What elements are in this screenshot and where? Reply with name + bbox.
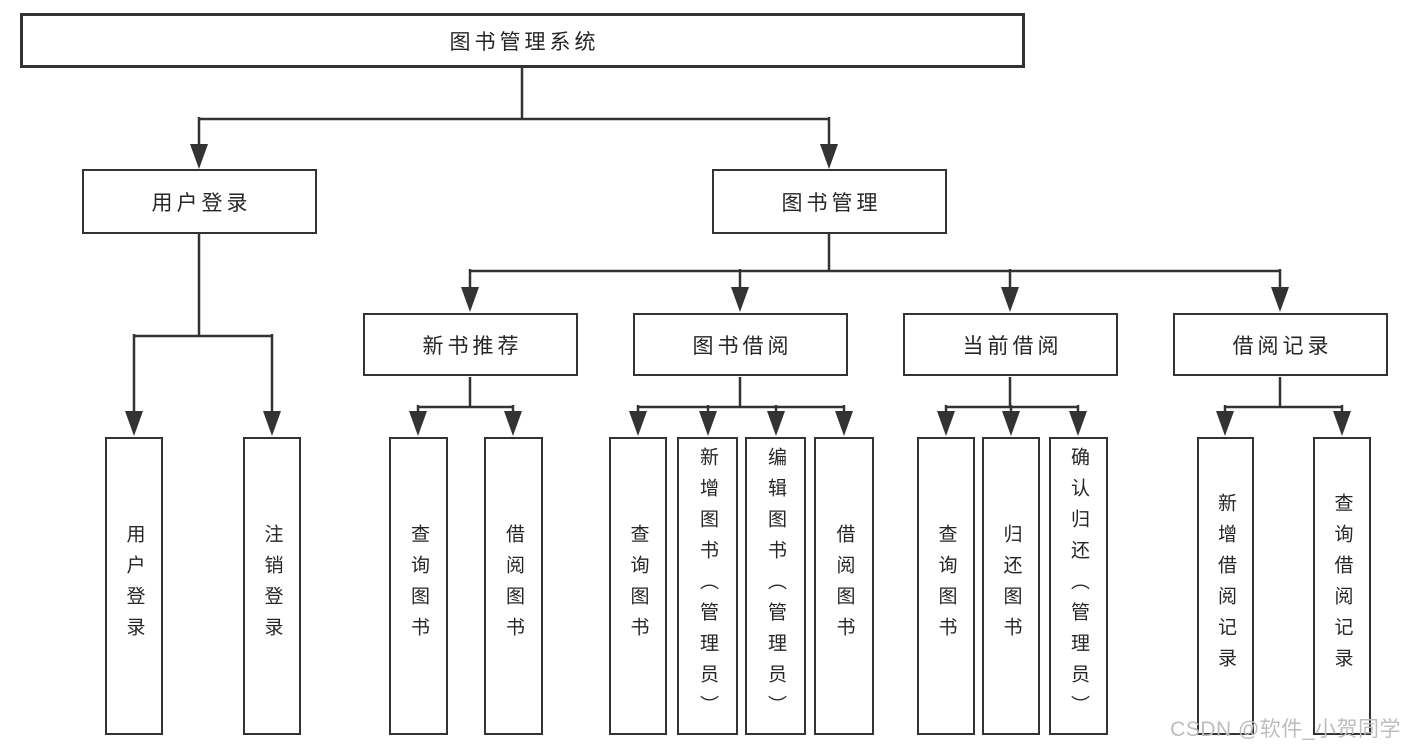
arrowheads-book-borrow xyxy=(629,411,853,436)
connector-book-mgmt xyxy=(468,233,1282,293)
connector-root-to-level2 xyxy=(197,67,831,150)
node-new-book-recommend: 新书推荐 xyxy=(363,313,578,376)
leaf-query-borrow-record: 查询借阅记录 xyxy=(1313,437,1371,735)
leaf-confirm-return-admin: 确认归还（管理员） xyxy=(1049,437,1108,735)
node-current-borrowing: 当前借阅 xyxy=(903,313,1118,376)
leaf-query-books-borrowing: 查询图书 xyxy=(609,437,667,735)
node-library-system: 图书管理系统 xyxy=(20,13,1025,68)
arrowheads-borrow-record xyxy=(1216,411,1351,436)
csdn-watermark: CSDN @软件_小贺同学 xyxy=(1170,718,1401,741)
arrowheads-current-borrow xyxy=(937,411,1087,436)
connector-new-book xyxy=(416,377,515,417)
arrowheads-level2 xyxy=(190,144,838,169)
leaf-return-books: 归还图书 xyxy=(982,437,1040,735)
leaf-add-borrow-record: 新增借阅记录 xyxy=(1197,437,1254,735)
leaf-logout: 注销登录 xyxy=(243,437,301,735)
node-borrow-records: 借阅记录 xyxy=(1173,313,1388,376)
arrowheads-new-book xyxy=(409,411,522,436)
leaf-query-books-current: 查询图书 xyxy=(917,437,975,735)
node-user-login: 用户登录 xyxy=(82,169,317,234)
connector-borrow-record xyxy=(1223,377,1344,417)
leaf-user-login: 用户登录 xyxy=(105,437,163,735)
node-book-borrowing: 图书借阅 xyxy=(633,313,848,376)
arrowheads-modules xyxy=(461,287,1289,312)
leaf-borrow-books-borrowing: 借阅图书 xyxy=(814,437,874,735)
leaf-query-books-recommend: 查询图书 xyxy=(389,437,448,735)
leaf-borrow-books-recommend: 借阅图书 xyxy=(484,437,543,735)
connector-user-login xyxy=(132,233,274,417)
leaf-add-book-admin: 新增图书（管理员） xyxy=(677,437,738,735)
connector-book-borrow xyxy=(636,377,846,417)
leaf-edit-book-admin: 编辑图书（管理员） xyxy=(745,437,806,735)
arrowheads-user-login xyxy=(125,411,281,436)
node-book-management: 图书管理 xyxy=(712,169,947,234)
